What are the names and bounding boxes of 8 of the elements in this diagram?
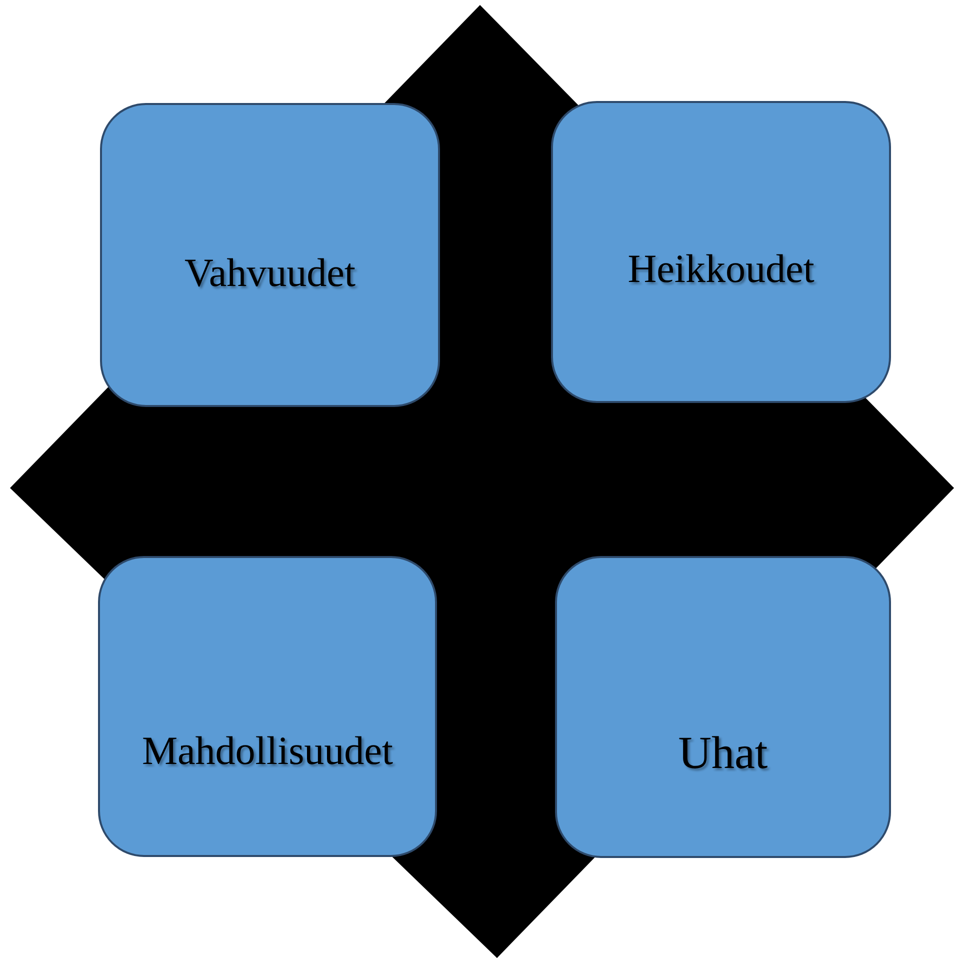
rounded-box — [555, 556, 891, 858]
box-label: Heikkoudet — [628, 249, 814, 289]
rounded-box — [551, 101, 891, 403]
rounded-box — [98, 556, 437, 857]
box-label: Uhat — [678, 730, 768, 776]
box-label: Mahdollisuudet — [142, 730, 394, 770]
rounded-box — [100, 103, 440, 407]
box-label: Vahvuudet — [184, 253, 356, 293]
